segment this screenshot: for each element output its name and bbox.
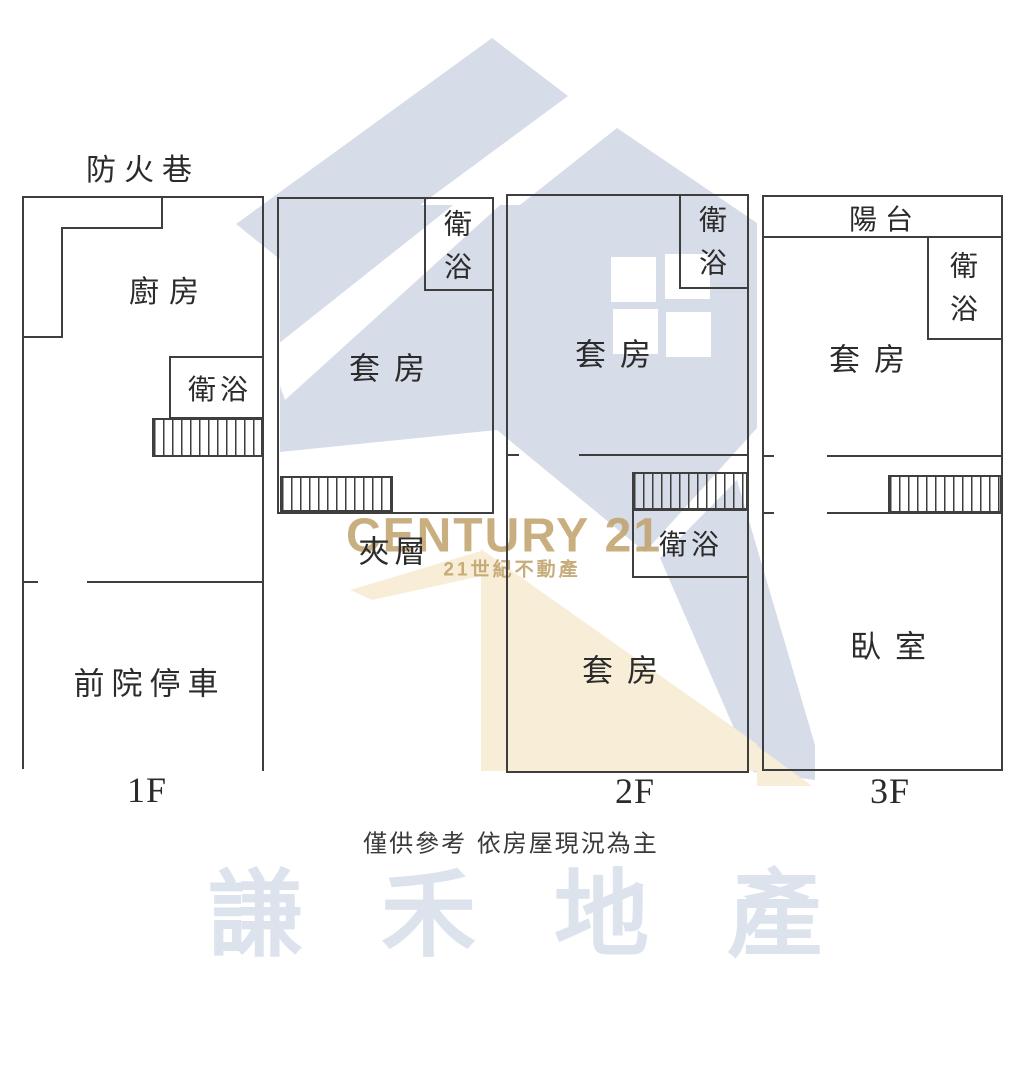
label-bathroom-2f-mid: 衛浴 — [658, 528, 724, 561]
staircase-mezzanine — [280, 476, 393, 512]
label-bathroom-1f: 衛浴 — [187, 373, 253, 406]
label-bedroom: 臥室 — [850, 629, 940, 666]
body-white-stripe — [268, 198, 508, 400]
plan-2f-walls — [506, 194, 749, 773]
agency-watermark-text: 謙禾地產 — [207, 860, 901, 971]
beige-house-accent — [350, 549, 812, 786]
label-suite-2f-upper: 套房 — [575, 337, 665, 374]
label-fire-lane: 防火巷 — [86, 153, 200, 188]
label-bathroom-2f-upper: 衛浴 — [698, 203, 727, 280]
disclaimer-text: 僅供參考 依房屋現況為主 — [363, 829, 659, 858]
century21-chinese-text: 21世紀不動產 — [443, 559, 581, 581]
house-body — [280, 128, 757, 552]
staircase-3f — [888, 475, 1002, 513]
label-floor-3f: 3F — [869, 771, 911, 811]
window-panes — [611, 254, 711, 357]
label-bathroom-3f: 衛浴 — [949, 249, 978, 326]
label-front-yard-parking: 前院停車 — [73, 666, 226, 703]
label-suite-2f-lower: 套房 — [582, 653, 672, 690]
label-floor-1f: 1F — [126, 770, 168, 810]
label-mezzanine: 夾層 — [358, 534, 431, 571]
label-suite-3f: 套房 — [829, 342, 919, 379]
label-floor-2f: 2F — [614, 771, 656, 811]
wall-band-tail — [660, 480, 815, 780]
staircase-1f — [152, 418, 263, 457]
plan-3f-walls — [762, 195, 1003, 771]
label-balcony: 陽台 — [848, 203, 922, 236]
staircase-2f — [632, 472, 748, 510]
label-suite-mezzanine: 套房 — [349, 351, 439, 388]
century21-logo-text: CENTURY 21 — [345, 509, 663, 563]
label-kitchen: 廚房 — [129, 275, 209, 310]
plan-mezzanine-walls — [277, 197, 494, 514]
label-bathroom-mezzanine: 衛浴 — [443, 207, 472, 284]
